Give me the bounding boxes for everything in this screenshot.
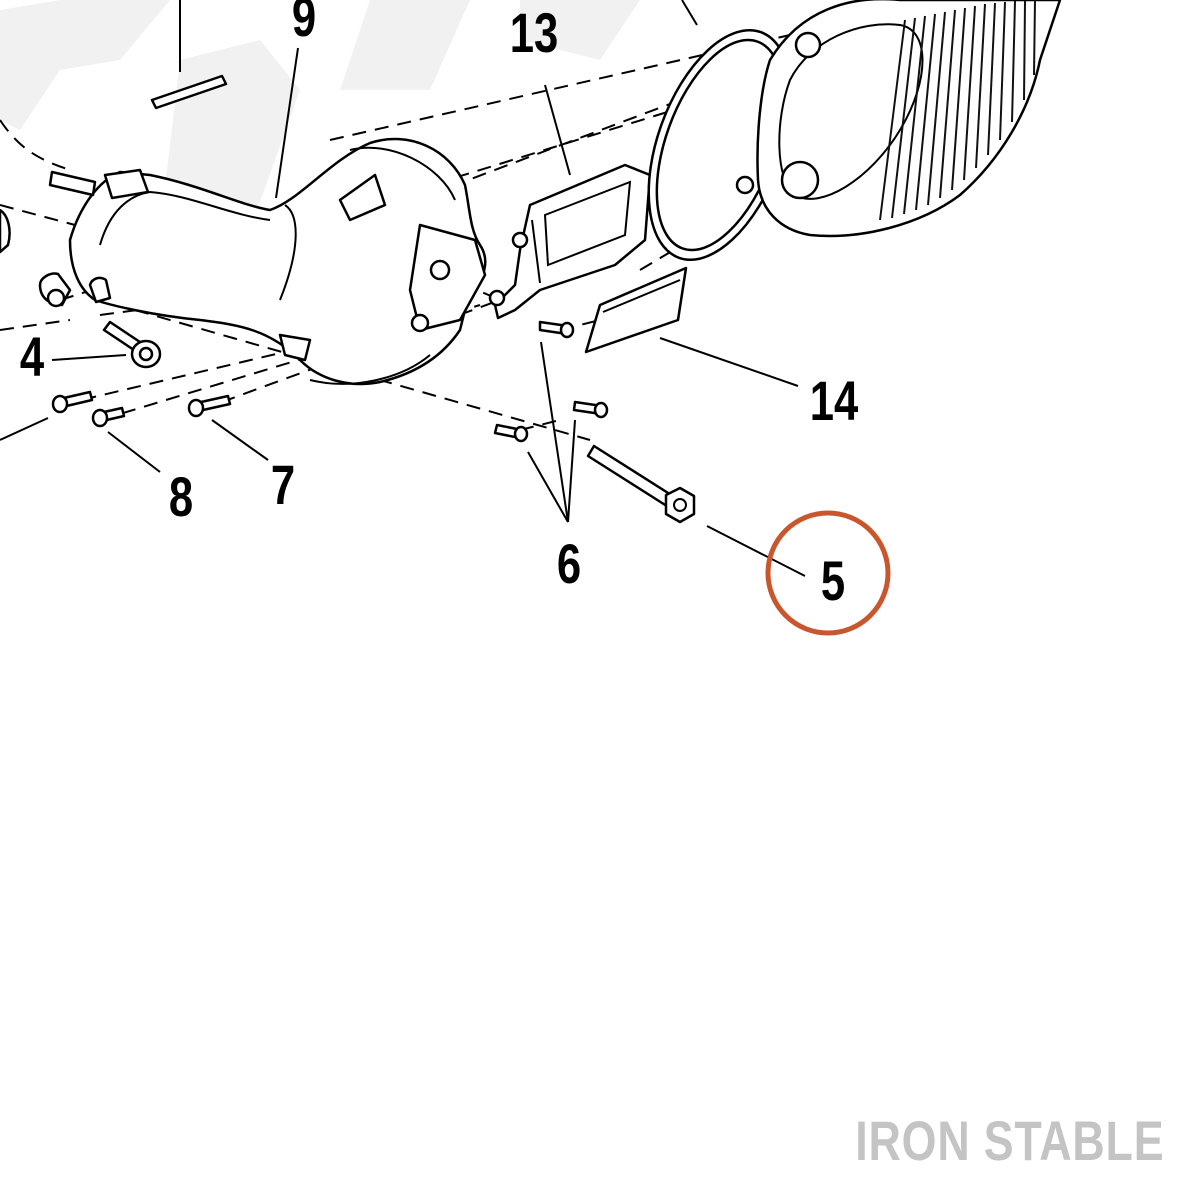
pre-filter-plate — [584, 266, 688, 354]
callout-labels: 9 13 4 14 8 7 6 5 — [20, 0, 858, 612]
leader-lines — [0, 0, 806, 577]
brand-watermark: IRON STABLE — [854, 1109, 1164, 1172]
gasket-strip — [150, 0, 228, 110]
callout-13: 13 — [510, 2, 559, 64]
filter-pleats — [879, 0, 1036, 221]
screw-8a — [51, 390, 94, 414]
callout-4: 4 — [20, 326, 44, 388]
screw-6b — [572, 400, 609, 419]
bolt-4 — [102, 320, 162, 369]
callout-6: 6 — [557, 533, 581, 595]
callout-9: 9 — [292, 0, 316, 48]
screw-6a — [538, 320, 575, 339]
screw-8 — [91, 406, 126, 428]
highlight-circle — [765, 510, 891, 636]
filter-bracket — [488, 163, 652, 320]
callout-14: 14 — [810, 370, 859, 432]
screw-7 — [187, 394, 232, 418]
callout-7: 7 — [271, 454, 295, 516]
callout-5: 5 — [821, 550, 845, 612]
intake-backplate — [38, 137, 487, 386]
left-edge-fitting — [0, 208, 11, 254]
long-bolt-5 — [586, 444, 696, 524]
screw-6c — [493, 423, 529, 443]
oval-gasket — [647, 29, 793, 261]
air-filter-element — [756, 0, 1062, 238]
callout-8: 8 — [169, 466, 193, 528]
